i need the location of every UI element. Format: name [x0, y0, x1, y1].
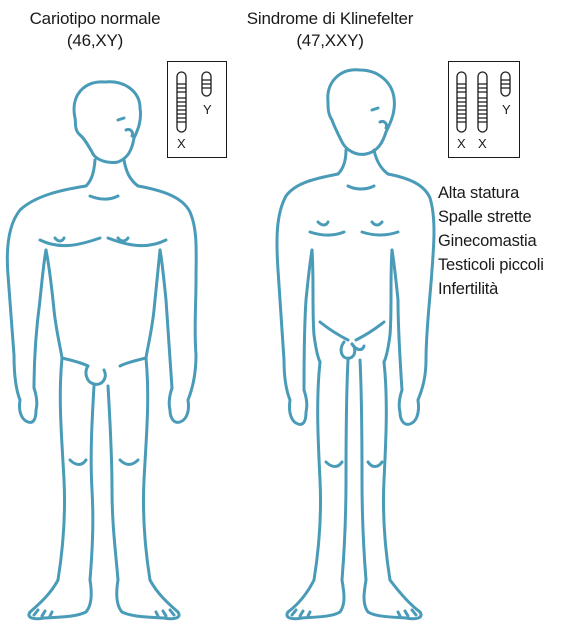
y-chromosome-label: Y — [203, 103, 212, 117]
klinefelter-karyotype-formula: (47,XXY) — [230, 30, 430, 52]
y-chromosome-icon — [202, 72, 211, 96]
x-chromosome-icon — [177, 72, 186, 132]
normal-title-text: Cariotipo normale — [0, 8, 190, 30]
trait-item: Infertilità — [438, 277, 544, 301]
normal-karyotype-formula: (46,XY) — [0, 30, 190, 52]
trait-item: Spalle strette — [438, 205, 544, 229]
y-chromosome-icon — [501, 72, 510, 96]
normal-karyotype-box: X Y — [167, 61, 227, 158]
x-chromosome-label: X — [478, 137, 487, 151]
trait-item: Ginecomastia — [438, 229, 544, 253]
x-chromosome-label: X — [457, 137, 466, 151]
x-chromosome-label: X — [177, 137, 186, 151]
normal-male-figure — [7, 82, 196, 619]
trait-item: Testicoli piccoli — [438, 253, 544, 277]
klinefelter-male-figure — [277, 70, 434, 619]
x-chromosome-icon — [457, 72, 466, 132]
klinefelter-karyotype-box: X X Y — [448, 61, 520, 158]
klinefelter-title: Sindrome di Klinefelter (47,XXY) — [230, 8, 430, 52]
y-chromosome-label: Y — [502, 103, 511, 117]
x-chromosome-icon — [478, 72, 487, 132]
trait-item: Alta statura — [438, 181, 544, 205]
klinefelter-title-text: Sindrome di Klinefelter — [230, 8, 430, 30]
normal-karyotype-title: Cariotipo normale (46,XY) — [0, 8, 190, 52]
klinefelter-traits-list: Alta statura Spalle strette Ginecomastia… — [438, 181, 544, 301]
